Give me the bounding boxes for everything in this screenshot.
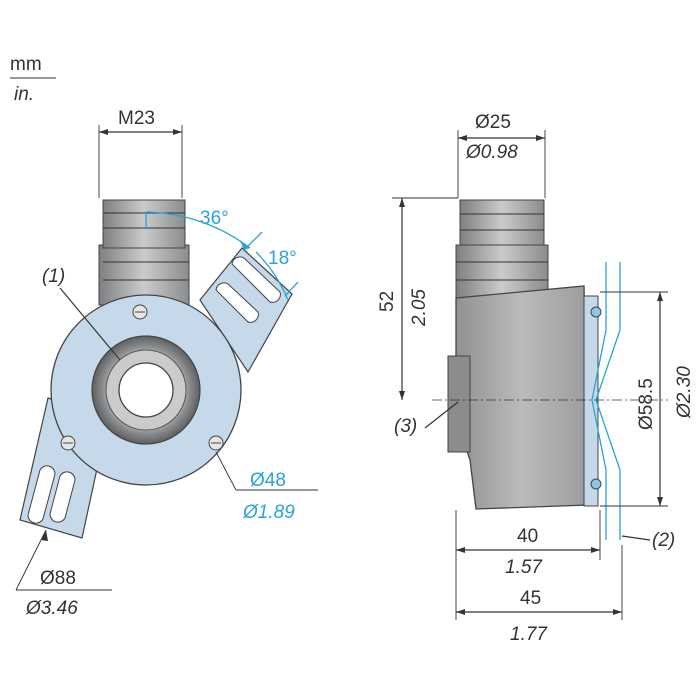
callout-3-label: (3) [394, 416, 417, 437]
callout-3-leader [424, 401, 459, 429]
arm-slot-left [27, 465, 56, 524]
overall-diameter-imperial: Ø3.46 [25, 598, 78, 619]
tether-spring [591, 262, 607, 540]
front-view: M23 36° 18 [15, 108, 318, 619]
flange-screw-left [60, 435, 76, 451]
side-connector-nut [459, 199, 545, 249]
callout-2-leader [621, 535, 651, 541]
callout-2-label: (2) [652, 530, 675, 551]
side-flange [583, 295, 599, 507]
front-connector-nut [102, 199, 186, 249]
unit-metric-label: mm [10, 54, 42, 75]
flange-screw-top [132, 304, 148, 320]
rear-hub [447, 355, 471, 453]
unit-imperial-label: in. [14, 84, 34, 105]
body-diameter-imperial: Ø2.30 [674, 366, 695, 419]
connector-diameter-metric: Ø25 [475, 112, 511, 133]
overall-diameter-metric: Ø88 [40, 568, 76, 589]
flange-screw-right [208, 435, 224, 451]
total-length-imperial: 1.77 [510, 624, 548, 645]
height-imperial: 2.05 [409, 289, 430, 327]
angle-arc-18 [255, 251, 289, 301]
angle-arc-36 [145, 211, 251, 249]
depth-metric: 40 [517, 526, 538, 547]
encoder-housing [455, 285, 589, 510]
body-diameter-metric: Ø58.5 [636, 378, 657, 430]
connector-diameter-imperial: Ø0.98 [465, 142, 518, 163]
flange-diameter-metric: Ø48 [250, 470, 286, 491]
depth-imperial: 1.57 [505, 557, 543, 578]
thread-size-label: M23 [118, 108, 155, 129]
arm-slot-right [231, 256, 281, 303]
callout-1-leader [59, 287, 121, 361]
side-view: Ø25 Ø0.98 52 2.05 Ø58.5 Ø2.30 (3) [377, 112, 695, 645]
angle-36-label: 36° [200, 208, 229, 229]
height-metric: 52 [377, 291, 398, 312]
total-length-metric: 45 [520, 588, 541, 609]
hollow-shaft-bore [118, 362, 174, 418]
callout-1-label: (1) [42, 266, 65, 287]
angle-18-label: 18° [268, 248, 297, 269]
flange-diameter-imperial: Ø1.89 [242, 502, 295, 523]
